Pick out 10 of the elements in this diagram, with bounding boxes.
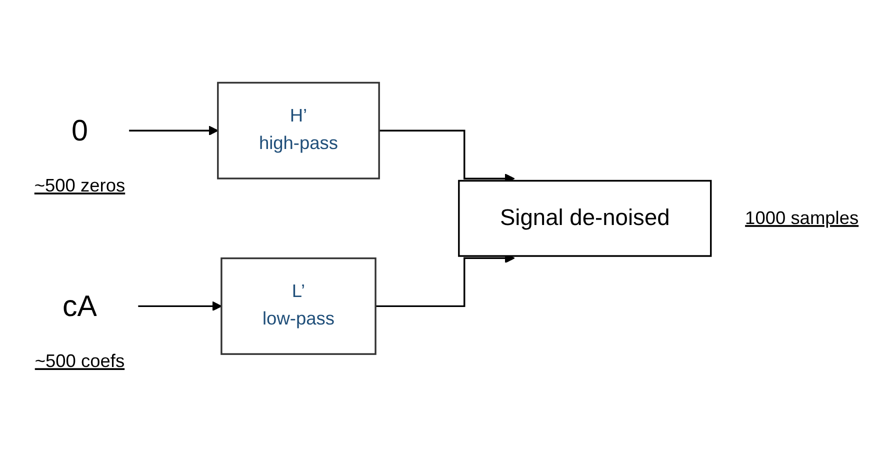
annotation-text: 1000 samples	[744, 207, 858, 228]
node-box: H’ high-pass	[216, 82, 380, 180]
arrow	[138, 301, 222, 312]
node-box: Signal de-noised	[458, 180, 712, 257]
node-text: cA	[62, 288, 97, 323]
node-text: 0	[70, 112, 88, 148]
node-box: L’ low-pass	[220, 257, 376, 355]
annotation-text: ~500 coefs	[34, 350, 124, 372]
arrow	[128, 126, 218, 136]
annotation-text: ~500 zeros	[34, 174, 125, 196]
